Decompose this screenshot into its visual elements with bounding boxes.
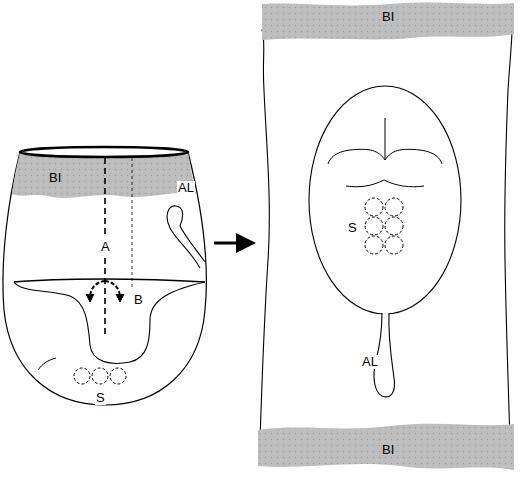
embryo-outline — [309, 86, 461, 314]
part-label: S — [347, 221, 358, 235]
part-label: A — [100, 240, 111, 254]
part-label: AL — [177, 181, 195, 195]
sample-circle — [365, 236, 383, 254]
sample-circle — [365, 198, 383, 216]
part-label: BI — [381, 443, 395, 457]
fold-arrowhead — [86, 294, 94, 302]
shell-mark — [38, 358, 56, 370]
egg-rim — [20, 147, 188, 157]
sample-circle — [385, 236, 403, 254]
part-label: S — [95, 391, 106, 405]
sample-circle — [365, 217, 383, 235]
sample-circle — [385, 217, 403, 235]
allantois — [167, 206, 205, 268]
sample-circle — [74, 368, 90, 384]
dashed-cut-a — [104, 158, 106, 236]
sample-circle — [110, 368, 126, 384]
dashed-cut-b — [132, 158, 133, 290]
bi-band — [258, 424, 514, 470]
dashed-cut-a — [104, 258, 106, 335]
embryo-line — [346, 180, 424, 187]
part-label: BI — [48, 171, 62, 185]
sample-circle — [92, 368, 108, 384]
bi-band — [12, 152, 196, 198]
embryo-line — [385, 149, 442, 164]
cut-line — [14, 279, 205, 282]
sample-circle — [385, 198, 403, 216]
embryo-line — [328, 149, 385, 164]
part-label: BI — [381, 10, 395, 24]
bi-band — [262, 3, 514, 40]
part-label: B — [133, 293, 144, 307]
part-label: AL — [361, 355, 379, 369]
flattened-membrane — [260, 30, 512, 440]
embryo-region — [14, 282, 205, 363]
egg-shell — [3, 152, 206, 405]
embryo-line — [385, 118, 386, 160]
transform-arrowhead — [236, 233, 256, 253]
fold-arrowhead — [116, 294, 124, 302]
